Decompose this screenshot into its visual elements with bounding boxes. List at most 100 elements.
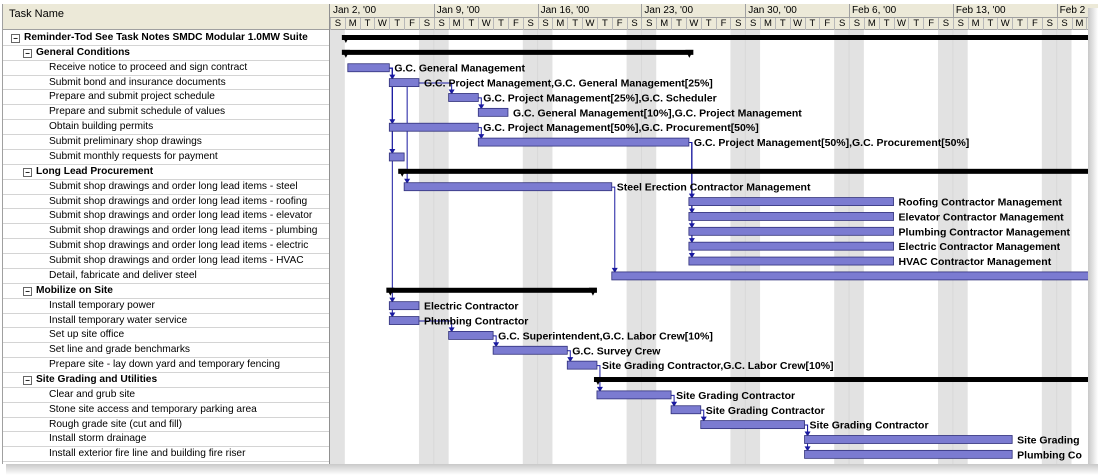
summary-bar	[386, 287, 597, 293]
dependency-arrow-icon	[493, 342, 500, 348]
day-label: M	[448, 18, 464, 30]
task-row[interactable]: Submit shop drawings and order long lead…	[3, 209, 329, 225]
task-row[interactable]: Submit bond and insurance documents	[3, 76, 329, 91]
resource-label: Elevator Contractor Management	[899, 211, 1065, 223]
dependency-arrow-icon	[804, 446, 811, 452]
summary-task-row[interactable]: −General Conditions	[3, 46, 329, 61]
week-separator	[641, 4, 643, 18]
task-row[interactable]: Submit shop drawings and order long lead…	[3, 180, 329, 195]
task-row[interactable]: Prepare and submit project schedule	[3, 90, 329, 106]
day-label: F	[404, 18, 419, 30]
task-row[interactable]: Receive notice to proceed and sign contr…	[3, 61, 329, 76]
day-label: S	[938, 18, 953, 30]
weekend-shading	[418, 30, 434, 464]
task-row[interactable]: Install exterior fire line and building …	[3, 447, 329, 463]
resource-label: Roofing Contractor Management	[899, 197, 1063, 209]
dependency-arrow-icon	[448, 89, 455, 95]
task-row[interactable]: Submit preliminary shop drawings	[3, 135, 329, 150]
summary-bar-start-cap	[398, 168, 407, 177]
task-name: Clear and grub site	[49, 388, 136, 400]
task-bar	[566, 360, 598, 370]
day-label: S	[849, 18, 864, 30]
task-name: Site Grading and Utilities	[36, 374, 158, 385]
collapse-toggle-icon[interactable]: −	[23, 286, 32, 296]
resource-label: HVAC Contractor Management	[899, 256, 1052, 268]
summary-bar-start-cap	[386, 287, 395, 296]
day-label: T	[359, 18, 375, 30]
task-bar	[388, 316, 420, 325]
task-row[interactable]: Set up site office	[3, 328, 329, 344]
task-bar	[403, 182, 613, 192]
task-name: Receive notice to proceed and sign contr…	[49, 61, 248, 73]
weekend-shading	[433, 30, 449, 464]
weekend-shading	[952, 30, 968, 464]
task-row[interactable]: Submit shop drawings and order long lead…	[3, 224, 329, 240]
collapse-toggle-icon[interactable]: −	[23, 167, 32, 177]
task-row[interactable]: Prepare site - lay down yard and tempora…	[3, 358, 329, 373]
task-row[interactable]: Set line and grade benchmarks	[3, 343, 329, 359]
task-row[interactable]: Detail, fabricate and deliver steel	[3, 269, 329, 284]
day-label: S	[730, 18, 745, 30]
task-row[interactable]: Obtain building permits	[3, 120, 329, 136]
day-label: W	[789, 18, 805, 30]
task-row[interactable]: Submit shop drawings and order long lead…	[3, 239, 329, 255]
dependency-arrow-icon	[596, 386, 603, 392]
task-row[interactable]: Install temporary water service	[3, 314, 329, 329]
day-label: W	[374, 18, 389, 30]
dependency-arrow-icon	[478, 134, 485, 140]
task-name: Submit preliminary shop drawings	[49, 136, 202, 148]
day-label: T	[1012, 18, 1027, 30]
task-row[interactable]: Install temporary power	[3, 299, 329, 314]
task-row[interactable]: Submit shop drawings and order long lead…	[3, 254, 329, 269]
task-name: Set line and grade benchmarks	[49, 344, 191, 356]
task-row[interactable]: Rough grade site (cut and fill)	[3, 418, 329, 433]
task-bar	[804, 449, 1013, 459]
week-separator	[952, 4, 954, 18]
resource-label: G.C. General Management[10%],G.C. Projec…	[513, 107, 802, 119]
dependency-link	[389, 67, 393, 302]
summary-bar-start-cap	[341, 35, 350, 43]
day-label: S	[952, 18, 968, 30]
task-row[interactable]: Stone site access and temporary parking …	[3, 403, 329, 418]
resource-label: Electric Contractor Management	[899, 241, 1061, 253]
collapse-toggle-icon[interactable]: −	[23, 48, 32, 58]
dependency-arrow-icon	[567, 357, 574, 363]
collapse-toggle-icon[interactable]: −	[11, 34, 20, 43]
task-row[interactable]: Submit monthly requests for payment	[3, 150, 329, 165]
day-label: M	[967, 18, 983, 30]
resource-label: G.C. Survey Crew	[572, 345, 661, 357]
summary-task-row[interactable]: −Reminder-Tod See Task Notes SMDC Modula…	[3, 31, 329, 46]
task-bar	[688, 241, 894, 251]
task-name: Long Lead Procurement	[36, 165, 154, 177]
task-name: Submit shop drawings and order long lead…	[49, 210, 313, 222]
task-name: Stone site access and temporary parking …	[49, 403, 257, 415]
week-label: Jan 23, '00	[644, 5, 694, 16]
resource-label: G.C. Project Management[50%],G.C. Procur…	[694, 137, 969, 149]
weekend-shading	[330, 30, 345, 464]
day-label: S	[626, 18, 642, 30]
dependency-arrow-icon	[404, 178, 411, 184]
task-row[interactable]: Clear and grub site	[3, 388, 329, 403]
resource-label: G.C. Project Management[50%],G.C. Procur…	[483, 122, 758, 134]
task-row[interactable]: Install storm drainage	[3, 432, 329, 448]
summary-bar-start-cap	[341, 49, 350, 58]
summary-task-row[interactable]: −Site Grading and Utilities	[3, 373, 329, 388]
task-bar	[448, 93, 479, 102]
task-row[interactable]: Submit shop drawings and order long lead…	[3, 195, 329, 210]
day-label: T	[463, 18, 478, 30]
week-label: Feb 2	[1059, 5, 1086, 16]
task-row[interactable]: Prepare and submit schedule of values	[3, 105, 329, 121]
task-bar	[688, 212, 894, 221]
collapse-toggle-icon[interactable]: −	[23, 376, 32, 385]
week-separator	[1056, 4, 1058, 18]
summary-task-row[interactable]: −Long Lead Procurement	[3, 165, 329, 180]
day-label: M	[863, 18, 879, 30]
task-name: Submit shop drawings and order long lead…	[49, 180, 298, 192]
summary-task-row[interactable]: −Mobilize on Site	[3, 284, 329, 299]
task-name: Install temporary power	[49, 299, 155, 311]
task-name-column-header[interactable]: Task Name	[3, 4, 329, 30]
day-label: S	[418, 18, 434, 30]
